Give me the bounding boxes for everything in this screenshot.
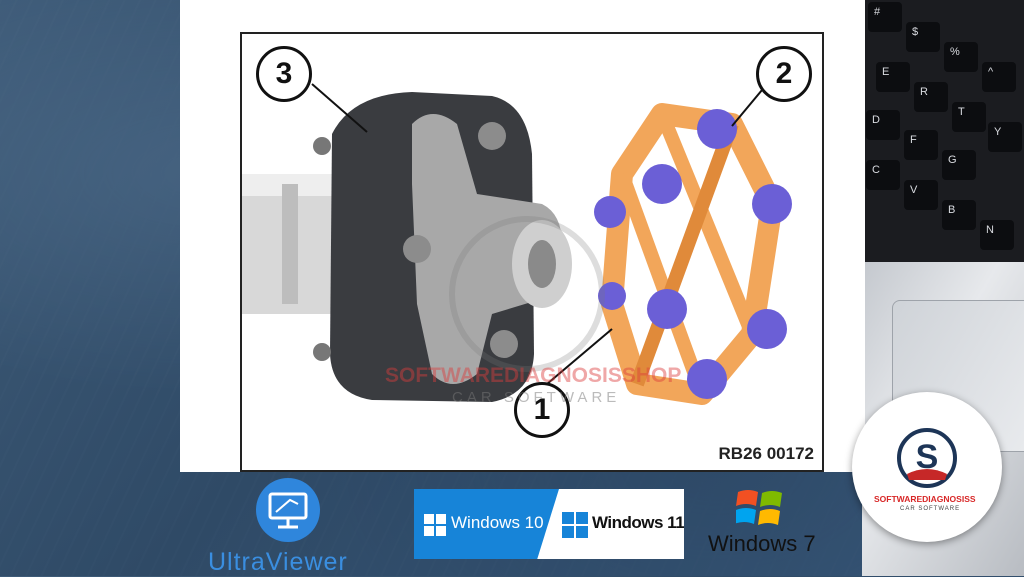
flex-disc-link xyxy=(655,111,759,337)
yoke-center xyxy=(528,240,556,288)
callout-3: 3 xyxy=(256,46,312,102)
flex-disc-bushing xyxy=(687,359,727,399)
brand-sticker: S SOFTWAREDIAGNOSISS CAR SOFTWARE xyxy=(852,392,1002,542)
leader-line-1 xyxy=(546,328,613,385)
watermark-name: SOFTWAREDIAGNOSISSHOP xyxy=(385,364,682,387)
diagram-card: 3 2 1 RB26 00172 SOFTWAREDIAGNOSISSHOP C… xyxy=(180,0,865,472)
keyboard-key: D xyxy=(866,110,900,140)
keyboard-key: C xyxy=(866,160,900,190)
windows-10-logo-icon xyxy=(424,514,446,536)
flex-disc-bushing xyxy=(642,164,682,204)
keyboard-key: % xyxy=(944,42,978,72)
watermark-logo-icon xyxy=(449,216,605,372)
callout-2: 2 xyxy=(756,46,812,102)
watermark-subtitle: CAR SOFTWARE xyxy=(452,389,621,406)
keyboard-key: T xyxy=(952,102,986,132)
flex-disc-link xyxy=(615,171,709,397)
diagram-frame: 3 2 1 RB26 00172 xyxy=(240,32,824,472)
keyboard: # $ % ^ E R T Y D F G C V B N xyxy=(862,0,1024,262)
yoke xyxy=(412,114,562,384)
keyboard-key: # xyxy=(868,2,902,32)
bolt xyxy=(478,122,506,150)
keyboard-key: G xyxy=(942,150,976,180)
windows-7-label: Windows 7 xyxy=(708,531,816,556)
windows-10-label: Windows 10 xyxy=(451,513,544,532)
svg-text:S: S xyxy=(916,438,939,476)
ultraviewer-monitor-icon xyxy=(256,478,320,542)
bolt xyxy=(490,330,518,358)
flex-disc-bushing xyxy=(598,282,626,310)
leader-line-3 xyxy=(311,83,368,133)
shaft-ring xyxy=(282,184,298,304)
keyboard-key: $ xyxy=(906,22,940,52)
flex-disc-bushing xyxy=(697,109,737,149)
bolt xyxy=(403,235,431,263)
flex-disc xyxy=(594,103,792,405)
keyboard-key: R xyxy=(914,82,948,112)
keyboard-key: N xyxy=(980,220,1014,250)
flex-disc-bushing xyxy=(747,309,787,349)
keyboard-key: F xyxy=(904,130,938,160)
keyboard-key: ^ xyxy=(982,62,1016,92)
driveshaft-coupling-illustration xyxy=(242,83,792,405)
keyboard-key: Y xyxy=(988,122,1022,152)
sticker-brand-name: SOFTWAREDIAGNOSISS xyxy=(874,494,976,504)
flex-disc-bushing xyxy=(647,289,687,329)
bolt xyxy=(313,343,331,361)
windows-11-logo-icon xyxy=(562,512,588,538)
windows-7-flag-icon xyxy=(736,490,782,525)
flex-disc-link xyxy=(630,121,739,387)
keyboard-key: B xyxy=(942,200,976,230)
keyboard-key: E xyxy=(876,62,910,92)
windows-10-11-banner: Windows 10 Windows 11 xyxy=(414,489,684,559)
flex-disc-bushing xyxy=(752,184,792,224)
flex-disc-bushing xyxy=(594,196,626,228)
ultraviewer-label: UltraViewer xyxy=(208,548,348,576)
windows-11-label: Windows 11 xyxy=(592,513,684,532)
bolt xyxy=(313,137,331,155)
brand-logo-icon: S xyxy=(897,428,957,488)
callout-1: 1 xyxy=(514,382,570,438)
sticker-subtitle: CAR SOFTWARE xyxy=(900,506,961,512)
keyboard-key: V xyxy=(904,180,938,210)
figure-code: RB26 00172 xyxy=(718,444,814,463)
